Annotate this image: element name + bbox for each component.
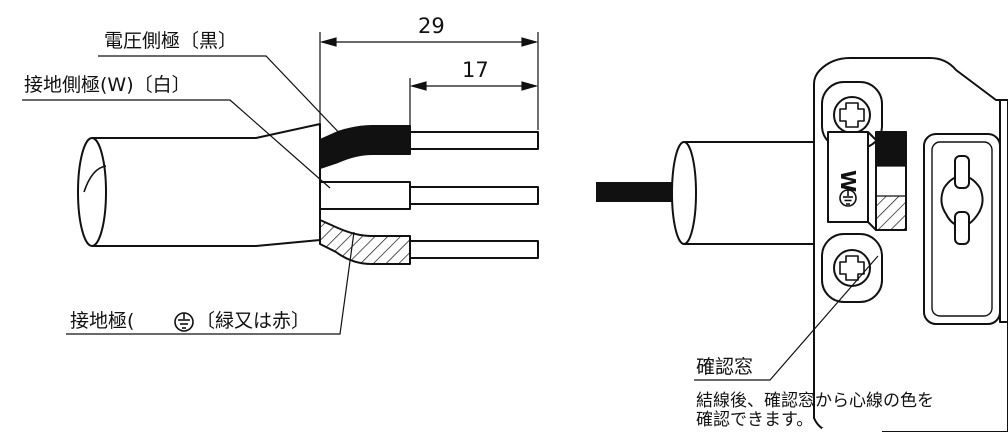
connector-terminal-mark: W: [836, 170, 860, 193]
cable-end: [77, 137, 107, 247]
cable-sheath: [92, 123, 321, 247]
label-ground-symbol-icon: [174, 312, 194, 332]
label-check-window: 確認窓: [696, 356, 754, 378]
label-ground-pole-prefix: 接地極(: [70, 310, 135, 332]
black-core: [409, 131, 539, 150]
check-window-note-line1: 結線後、確認窓から心線の色を: [696, 391, 934, 411]
white-core: [409, 186, 539, 205]
panel-ground-icon: [839, 189, 857, 207]
hatched-core: [409, 240, 539, 259]
connector-visible-parts: [821, 131, 1001, 325]
label-ground-side-pole: 接地側極(W)〔白〕: [24, 74, 191, 96]
label-ground-pole-suffix: 〔緑又は赤〕: [196, 310, 311, 332]
leader-lines-left: [22, 55, 355, 335]
stripped-cable: [77, 123, 539, 265]
dimension-lines: [319, 32, 539, 130]
white-insulation: [319, 181, 411, 210]
hatched-insulation: [319, 219, 411, 265]
label-voltage-pole: 電圧側極〔黒〕: [104, 30, 238, 52]
check-window-note-line2: 確認できます。: [696, 410, 814, 430]
dimension-core: 17: [462, 58, 489, 82]
dimension-total: 29: [418, 14, 445, 38]
leader-line-right: [694, 255, 879, 381]
black-insulation: [319, 125, 411, 169]
